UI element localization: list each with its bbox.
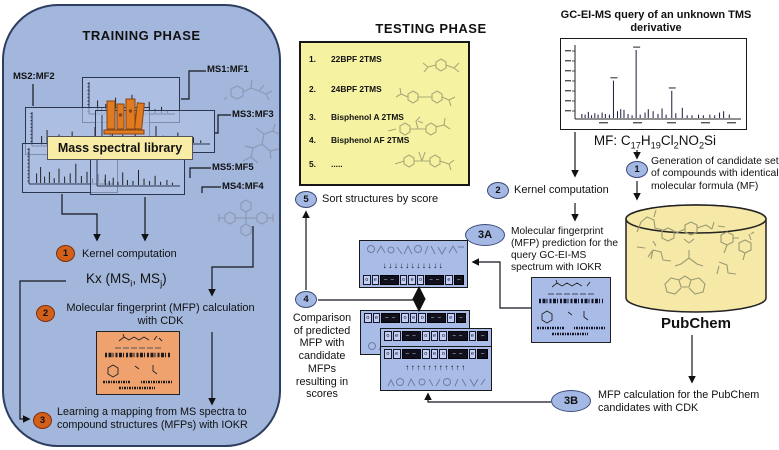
- fingerprint-bit-cell: o: [439, 331, 448, 341]
- fingerprint-bit-cell: e: [445, 275, 453, 285]
- fingerprint-bit-cell: o: [364, 313, 372, 323]
- label-ms3-mf3: MS3:MF3: [232, 109, 274, 120]
- training-phase-title: TRAINING PHASE: [82, 28, 201, 43]
- testing-step3a-badge: 3A: [465, 224, 505, 246]
- fingerprint-bit-cell: e: [392, 331, 401, 341]
- label-ms1-mf1: MS1:MF1: [207, 64, 249, 75]
- fingerprint-bit-cell: – –: [448, 349, 468, 359]
- fingerprint-bit-cell: e: [392, 349, 401, 359]
- library-banner-label: Mass spectral library: [57, 141, 183, 155]
- candidate-name: 24BPF 2TMS: [331, 84, 382, 94]
- fingerprint-bit-cell: –: [455, 313, 466, 323]
- fingerprint-bit-cell: –: [477, 349, 489, 359]
- fingerprint-bit-cell: e: [468, 331, 477, 341]
- molecular-formula: MF: C17H19Cl2NO2Si: [593, 133, 717, 151]
- fingerprint-bit-cell: – –: [381, 313, 401, 323]
- candidate-list-box: 1. 22BPF 2TMS 2. 24BPF 2TMS 3. Bisphenol A 2T…: [299, 41, 470, 186]
- fingerprint-bit-cell: o: [384, 349, 392, 359]
- fingerprint-arrows-up: ↑↑↑↑↑↑↑↑↑↑↑: [405, 363, 467, 372]
- structure-sketch-row: [367, 244, 464, 256]
- fingerprint-illustration: [103, 333, 173, 390]
- testing-step2-label: Kernel computation: [514, 184, 609, 196]
- fingerprint-bit-cell: e: [371, 275, 380, 285]
- candidate-name: Bisphenol AF 2TMS: [331, 135, 410, 145]
- training-step3-badge: 3: [33, 412, 52, 429]
- query-spectrum-svg: [565, 45, 741, 124]
- testing-step1-label: Generation of candidate set of compounds…: [651, 156, 779, 192]
- cdk-fingerprint-box: [96, 331, 180, 395]
- fingerprint-arrows-down: ↓↓↓↓↓↓↓↓↓↓↓: [382, 262, 445, 270]
- fingerprint-bit-cell: – –: [401, 349, 421, 359]
- testing-step1-badge: 1: [626, 161, 648, 178]
- fingerprint-bit-cell: o: [439, 349, 448, 359]
- spectrum-thumbnail-ms4: [90, 155, 185, 195]
- fingerprint-bit-cell: e: [430, 349, 439, 359]
- pubchem-label: PubChem: [660, 315, 731, 332]
- fingerprint-bit-cell: –: [453, 275, 465, 285]
- training-step1-label: Kernel computation: [82, 248, 177, 260]
- candidate-rank: 2.: [309, 84, 316, 94]
- kernel-formula: Kx (MSi, MSj): [86, 271, 167, 289]
- fingerprint-bit-cell: o: [421, 349, 430, 359]
- fingerprint-bit-cell: e: [468, 349, 477, 359]
- label-ms4-mf4: MS4:MF4: [222, 181, 264, 192]
- fingerprint-bit-cell: o: [401, 313, 409, 323]
- candidate-rank: 4.: [309, 135, 316, 145]
- training-step1-badge: 1: [56, 245, 75, 262]
- testing-step4-label: Comparison of predicted MFP with candida…: [292, 312, 352, 401]
- candidate-rank: 1.: [309, 54, 316, 64]
- candidate-rank: 3.: [309, 112, 316, 122]
- training-step3-label: Learning a mapping from MS spectra to co…: [57, 406, 248, 431]
- training-step2-badge: 2: [36, 305, 55, 322]
- candidate-name: Bisphenol A 2TMS: [331, 112, 404, 122]
- label-ms5-mf5: MS5:MF5: [212, 162, 254, 173]
- candidate-name: 22BPF 2TMS: [331, 54, 382, 64]
- query-title: GC-EI-MS query of an unknown TMS derivat…: [560, 9, 752, 34]
- label-ms2-mf2: MS2:MF2: [13, 71, 55, 82]
- testing-step4-badge: 4: [295, 291, 317, 308]
- fingerprint-bit-cell: o: [416, 275, 425, 285]
- fingerprint-bit-cell: – –: [448, 331, 468, 341]
- books-icon: [103, 98, 145, 135]
- testing-step2-badge: 2: [487, 182, 509, 199]
- training-step2-label: Molecular fingerprint (MFP) calculation …: [66, 302, 255, 327]
- fingerprint-bit-cell: – –: [425, 275, 445, 285]
- query-spectrum-plot: [560, 38, 747, 130]
- fingerprint-illustration: [537, 279, 605, 336]
- testing-phase-title: TESTING PHASE: [375, 21, 487, 36]
- fingerprint-bit-cell: e: [430, 331, 439, 341]
- fingerprint-bit-cell: e: [409, 313, 418, 323]
- mass-spectral-library-banner: Mass spectral library: [47, 136, 193, 160]
- testing-step5-label: Sort structures by score: [322, 193, 439, 205]
- fingerprint-bit-cell: e: [372, 313, 381, 323]
- fingerprint-bit-cell: o: [362, 275, 371, 285]
- fingerprint-bit-cell: – –: [380, 275, 399, 285]
- pubchem-database-cylinder: [625, 204, 767, 313]
- testing-step3b-label: MFP calculation for the PubChem candidat…: [598, 389, 760, 414]
- mini-spectrum-plot: [96, 160, 180, 187]
- fingerprint-bit-cell: o: [421, 331, 430, 341]
- candidate-rank: 5.: [309, 159, 316, 169]
- fingerprint-bit-cell: e: [408, 275, 416, 285]
- fingerprint-bit-cell: – –: [401, 331, 421, 341]
- candidate-name: .....: [331, 159, 343, 169]
- iokr-fingerprint-box: [531, 277, 611, 343]
- testing-step3b-badge: 3B: [551, 390, 591, 412]
- fingerprint-bit-cell: o: [418, 313, 427, 323]
- fingerprint-bit-cell: o: [399, 275, 408, 285]
- testing-step5-badge: 5: [295, 191, 317, 208]
- fingerprint-bit-cell: o: [384, 331, 392, 341]
- structure-sketch-row: [387, 377, 486, 388]
- fingerprint-bit-cell: – –: [427, 313, 446, 323]
- fingerprint-bit-cell: –: [477, 331, 489, 341]
- fingerprint-bit-cell: e: [446, 313, 455, 323]
- testing-step3a-label: Molecular fingerprint (MFP) prediction f…: [511, 226, 619, 274]
